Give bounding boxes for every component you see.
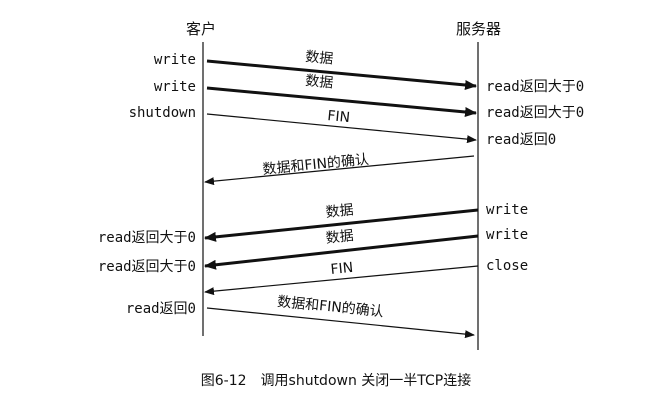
client-event-write-1: write [153, 52, 196, 68]
message-label-fin-2: FIN [329, 259, 354, 278]
client-event-read-2: read返回大于0 [97, 259, 196, 275]
server-event-read-1: read返回大于0 [486, 79, 585, 95]
server-event-close: close [486, 258, 529, 274]
client-event-write-2: write [153, 79, 196, 95]
server-header: 服务器 [456, 20, 502, 38]
server-event-write-2: write [486, 227, 529, 243]
client-event-read-0: read返回0 [125, 301, 196, 317]
arrow-fin-1 [206, 113, 477, 144]
message-label-data-1: 数据 [304, 49, 334, 68]
figure-caption: 图6-12 调用shutdown 关闭一半TCP连接 [200, 373, 472, 389]
message-label-data-2: 数据 [304, 73, 334, 92]
client-event-shutdown: shutdown [128, 105, 196, 121]
message-label-data-4: 数据 [324, 227, 355, 247]
arrow-data-3 [204, 208, 479, 242]
message-label-fin-1: FIN [326, 108, 351, 127]
arrow-ack-1 [204, 155, 475, 186]
arrow-data-1 [206, 59, 477, 90]
arrow-fin-2 [204, 265, 479, 296]
server-event-write-1: write [486, 202, 529, 218]
arrow-data-2 [206, 86, 477, 117]
client-event-read-1: read返回大于0 [97, 230, 196, 246]
server-event-read-2: read返回大于0 [486, 105, 585, 121]
arrow-data-4 [204, 234, 479, 270]
client-header: 客户 [186, 20, 217, 38]
message-label-data-3: 数据 [324, 202, 355, 221]
server-event-read-0: read返回0 [486, 132, 557, 148]
arrow-ack-2 [206, 307, 475, 339]
